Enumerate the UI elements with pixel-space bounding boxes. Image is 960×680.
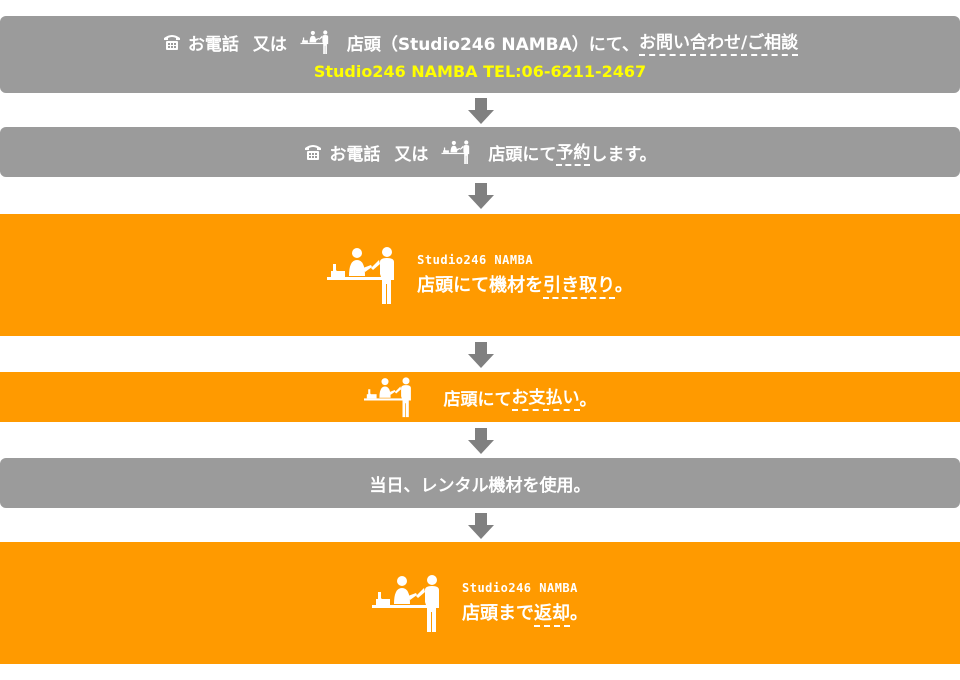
step-payment: 店頭にてお支払い。 (0, 372, 960, 422)
call-label: お電話 (187, 34, 239, 55)
return-text: 店頭まで (462, 603, 534, 624)
store-counter-icon (372, 574, 452, 632)
payment-text: 店頭にて (443, 389, 512, 410)
arrow-down-icon (468, 183, 494, 209)
or-label: 又は (394, 144, 429, 165)
pickup-link[interactable]: 引き取り (543, 275, 615, 299)
store-label: 店頭にて (488, 144, 557, 165)
step-usage: 当日、レンタル機材を使用。 (0, 458, 960, 508)
store-counter-icon (327, 246, 407, 304)
arrow-down-icon (468, 342, 494, 368)
step-pickup: Studio246 NAMBA 店頭にて機材を引き取り。 (0, 214, 960, 336)
store-name: Studio246 NAMBA (417, 253, 534, 267)
suffix-label: します。 (590, 144, 657, 165)
return-link[interactable]: 返却 (534, 603, 570, 627)
pickup-text: 店頭にて機材を (417, 275, 544, 296)
store-counter-icon (436, 140, 480, 164)
inquiry-link[interactable]: お問い合わせ/ご相談 (638, 28, 799, 56)
arrow-down-icon (468, 513, 494, 539)
reservation-link[interactable]: 予約 (556, 138, 591, 166)
step-inquiry: お電話 又は 店頭（Studio246 NAMBA）にて、 お問い合わせ/ご相談… (0, 16, 960, 93)
or-label: 又は (252, 34, 287, 55)
payment-link[interactable]: お支払い (511, 383, 580, 411)
step-return: Studio246 NAMBA 店頭まで返却。 (0, 542, 960, 664)
store-counter-icon (364, 376, 420, 418)
call-label: お電話 (329, 144, 381, 165)
arrow-down-icon (468, 98, 494, 124)
store-label: 店頭（Studio246 NAMBA）にて、 (346, 34, 639, 55)
store-tel: Studio246 NAMBA TEL:06-6211-2467 (313, 62, 647, 81)
store-counter-icon (295, 30, 339, 54)
suffix-label: 。 (570, 603, 588, 624)
phone-icon (303, 143, 323, 161)
arrow-down-icon (468, 428, 494, 454)
phone-icon (162, 33, 182, 51)
suffix-label: 。 (579, 389, 597, 410)
store-name: Studio246 NAMBA (462, 581, 578, 595)
suffix-label: 。 (614, 275, 633, 296)
step-reservation: お電話 又は 店頭にて 予約 します。 (0, 127, 960, 177)
usage-text: 当日、レンタル機材を使用。 (369, 475, 591, 496)
